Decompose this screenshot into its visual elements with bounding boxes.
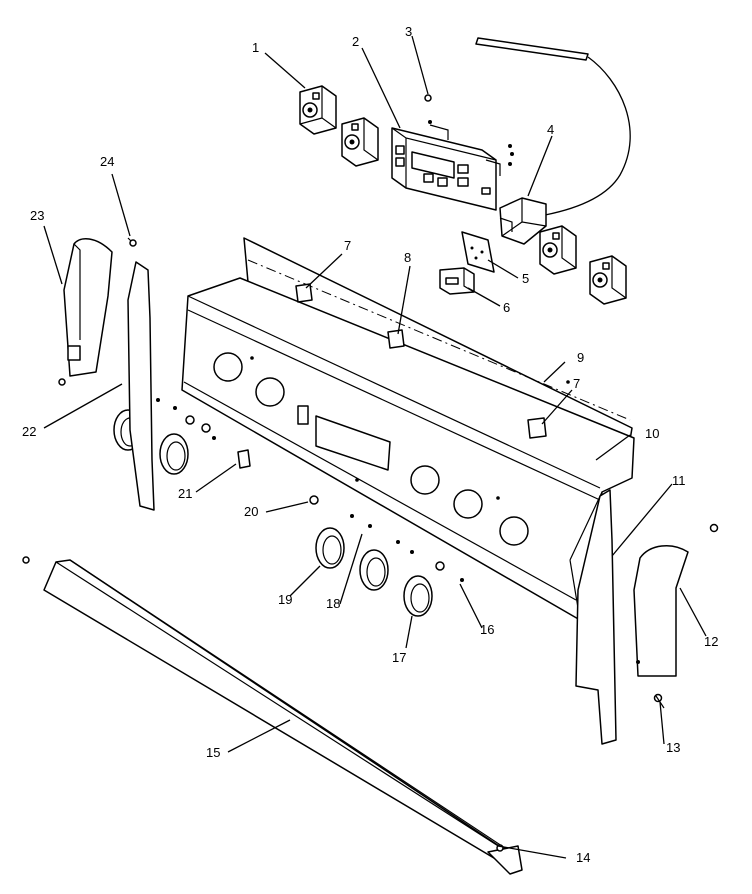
callout-21: 21 <box>178 486 192 501</box>
right-end-cap <box>633 545 689 677</box>
callout-10: 10 <box>645 426 659 441</box>
leader-lines <box>43 35 707 859</box>
callout-15: 15 <box>206 745 220 760</box>
mounting-screws <box>428 120 514 166</box>
right-end-cap-screws <box>653 523 719 709</box>
callout-5: 5 <box>522 271 529 286</box>
left-end-cap-screws <box>58 237 137 386</box>
callout-1: 1 <box>252 40 259 55</box>
control-panel-backguard <box>181 237 635 621</box>
relay-module <box>499 197 547 245</box>
infinite-switch-right-a <box>539 225 577 275</box>
infinite-switch-1b <box>341 117 379 167</box>
terminal-block <box>461 231 495 273</box>
infinite-switch-1 <box>299 85 337 135</box>
infinite-switch-right-b <box>589 255 627 305</box>
callout-7-right: 7 <box>573 376 580 391</box>
callout-6: 6 <box>503 300 510 315</box>
left-side-bracket <box>127 261 155 511</box>
callout-16: 16 <box>480 622 494 637</box>
callout-labels: 1 2 3 4 5 6 7 7 8 9 10 11 12 13 14 15 16… <box>22 24 718 865</box>
clock-screw <box>424 94 432 102</box>
oven-sensor-probe <box>475 37 631 216</box>
callout-9: 9 <box>577 350 584 365</box>
callout-19: 19 <box>278 592 292 607</box>
right-side-bracket <box>575 489 617 745</box>
callout-17: 17 <box>392 650 406 665</box>
callout-22: 22 <box>22 424 36 439</box>
trim-strip <box>43 559 523 875</box>
knob-springs-and-screws <box>156 398 464 582</box>
panel-clips <box>237 283 547 469</box>
callout-18: 18 <box>326 596 340 611</box>
callout-8: 8 <box>404 250 411 265</box>
switch-block <box>439 267 475 295</box>
callout-23: 23 <box>30 208 44 223</box>
callout-4: 4 <box>547 122 554 137</box>
callout-11: 11 <box>672 473 686 488</box>
callout-13: 13 <box>666 740 680 755</box>
callout-2: 2 <box>352 34 359 49</box>
callout-3: 3 <box>405 24 412 39</box>
callout-20: 20 <box>244 504 258 519</box>
callout-24: 24 <box>100 154 114 169</box>
left-end-cap <box>63 238 113 377</box>
callout-7-top: 7 <box>344 238 351 253</box>
callout-12: 12 <box>704 634 718 649</box>
callout-14: 14 <box>576 850 590 865</box>
control-knobs <box>113 409 433 617</box>
electronic-clock-control <box>391 124 501 211</box>
